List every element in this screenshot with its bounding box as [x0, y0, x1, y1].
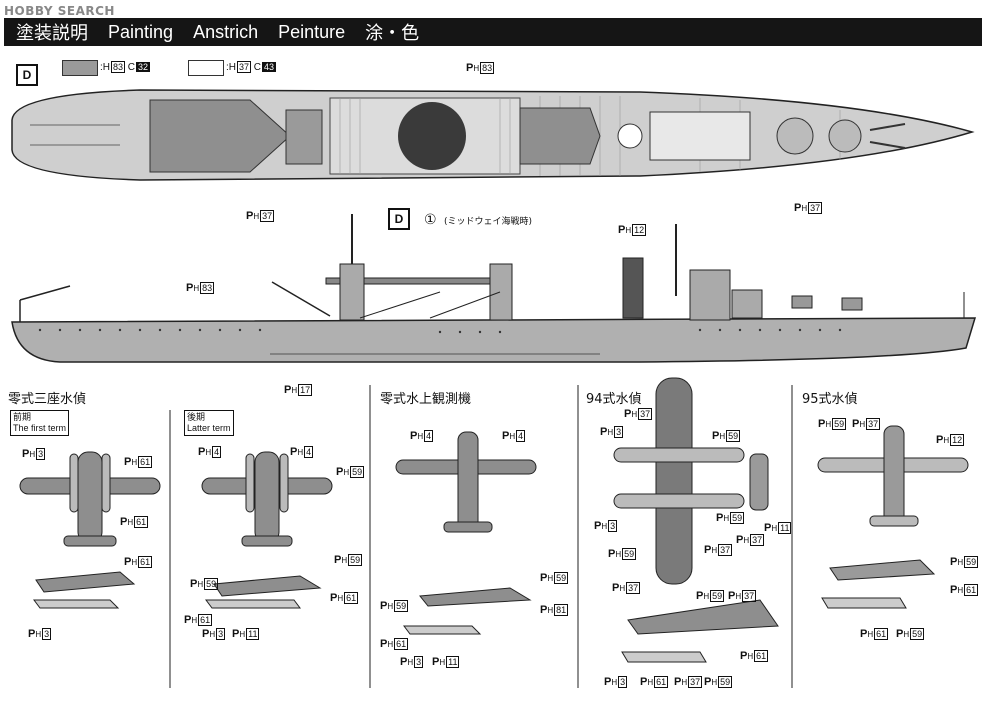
plane-type94-top — [613, 377, 769, 585]
d-decal-icon: D — [16, 64, 38, 86]
white-h-code: 37 — [237, 61, 252, 73]
plane-type0-observation-top — [395, 431, 537, 533]
ship-side-view — [11, 317, 977, 363]
plane-type0-3seat-early-side — [33, 571, 136, 609]
d-decal-icon-ship: D — [388, 208, 410, 230]
plane-type0-3seat-late-side — [205, 575, 322, 609]
header-title-en: Painting — [108, 21, 174, 42]
plane-type0-observation-side — [403, 587, 532, 635]
section-title-type95: 95式水偵 — [802, 392, 858, 407]
plane-type94-side — [621, 599, 779, 663]
plane-type95-side — [821, 559, 936, 609]
gray-h-code: 83 — [111, 61, 126, 73]
watermark: HOBBY SEARCH — [4, 4, 115, 18]
header-title-fr: Peinture — [278, 21, 346, 42]
white-c-code: 43 — [262, 62, 277, 72]
plane-type0-3seat-late-top — [201, 451, 333, 547]
section-title-type94: 94式水偵 — [586, 392, 642, 407]
section-title-type0-3seat: 零式三座水偵 — [8, 392, 87, 407]
gray-swatch — [62, 60, 98, 76]
section-title-type0-observation: 零式水上観測機 — [380, 392, 472, 407]
header-title-de: Anstrich — [193, 21, 259, 42]
note-number: ① — [424, 212, 437, 228]
plane-type0-3seat-early-top — [19, 451, 161, 547]
white-swatch — [188, 60, 224, 76]
header-title-jp: 塗装説明 — [16, 23, 88, 43]
gray-c-code: 32 — [136, 62, 151, 72]
midway-note: (ミッドウェイ海戦時) — [444, 217, 533, 227]
plane-type95-top — [817, 425, 969, 527]
page-header: 塗装説明 Painting Anstrich Peinture 涂・色 — [4, 18, 982, 46]
header-title-jp2: 涂・色 — [365, 23, 420, 43]
